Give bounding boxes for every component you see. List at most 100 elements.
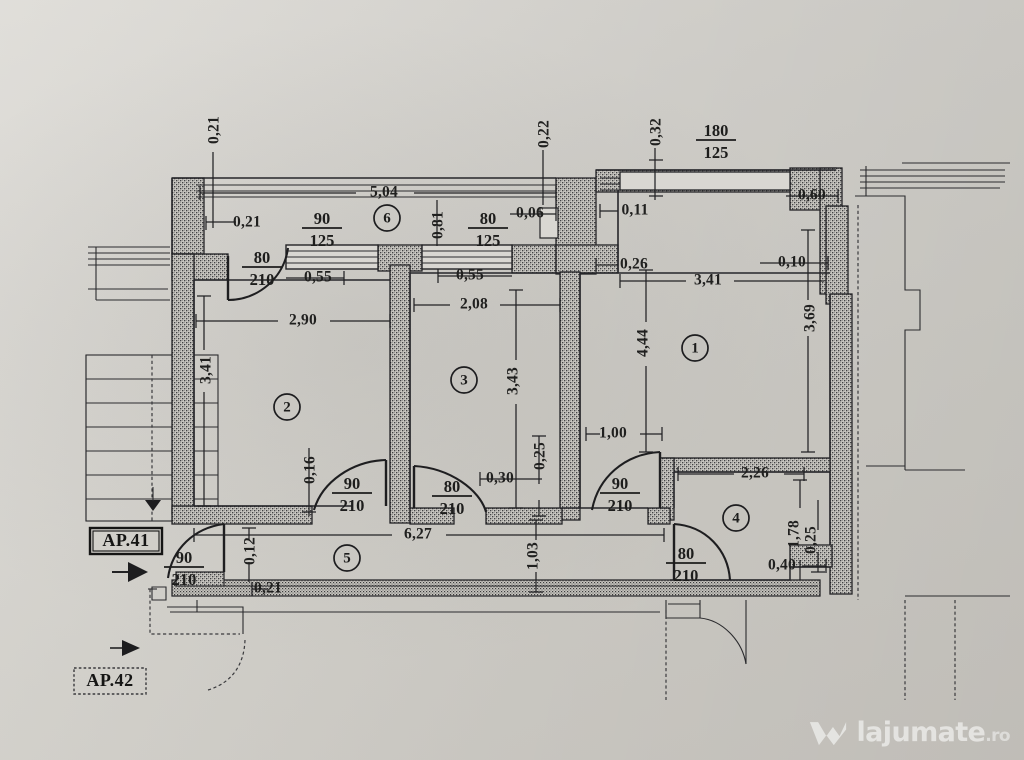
apartment-label-text: AP.42 <box>86 670 133 690</box>
dimension-label: 0,21 <box>233 214 261 231</box>
door-80-210-room3 <box>412 464 488 513</box>
dimension-label: 0,25 <box>532 442 549 470</box>
opening-height: 210 <box>674 566 699 585</box>
apartment-label-box <box>88 526 164 556</box>
opening-width: 90 <box>314 209 331 228</box>
opening-width: 90 <box>612 474 629 493</box>
dimension-label: 3,41 <box>198 356 215 384</box>
dimension-label: 0,81 <box>430 211 447 239</box>
room-number-badges: 1 2 3 4 5 6 <box>273 204 750 572</box>
room-number: 4 <box>732 510 740 526</box>
window-180-125 <box>619 171 791 191</box>
opening-height: 125 <box>476 231 501 250</box>
dimension-label: 3,69 <box>802 304 819 332</box>
room-badge-4: 4 <box>722 504 750 532</box>
dimension-label: 0,12 <box>242 537 259 565</box>
opening-width: 90 <box>176 548 193 567</box>
dimension-label: 0,32 <box>648 118 665 146</box>
room-badge-circle <box>333 544 361 572</box>
opening-width: 80 <box>444 477 461 496</box>
dimension-label: 2,26 <box>741 465 769 482</box>
dimension-label: 3,41 <box>694 272 722 289</box>
room-badge-circle <box>722 504 750 532</box>
dimension-label: 0,55 <box>304 269 332 286</box>
door-80-210-top-left <box>226 247 290 302</box>
door-90-210-room1 <box>590 450 662 511</box>
staircase <box>85 354 219 522</box>
apartment-label-ap42: AP.42 <box>73 667 147 695</box>
room-number: 5 <box>343 550 351 566</box>
dimension-label: 1,00 <box>599 425 627 442</box>
dimension-label: 0,60 <box>798 187 826 204</box>
opening-height: 210 <box>608 496 633 515</box>
room-badge-6: 6 <box>373 204 401 232</box>
watermark: lajumate.ro <box>808 716 1011 748</box>
watermark-tld: .ro <box>985 725 1010 746</box>
opening-width: 90 <box>344 474 361 493</box>
room-badge-3: 3 <box>450 366 478 394</box>
opening-height: 210 <box>340 496 365 515</box>
dimension-label: 1,03 <box>525 542 542 570</box>
dimension-label: 0,22 <box>536 120 553 148</box>
room-number: 6 <box>383 210 391 226</box>
dimension-label: 0,10 <box>778 254 806 271</box>
opening-width: 80 <box>480 209 497 228</box>
dimension-label: 0,26 <box>620 256 648 273</box>
room-badge-5: 5 <box>333 544 361 572</box>
dimension-label: 0,40 <box>768 557 796 574</box>
room-number: 3 <box>460 372 468 388</box>
room-badge-circle <box>373 204 401 232</box>
dimension-label: 0,21 <box>206 116 223 144</box>
dimension-label: 2,08 <box>460 296 488 313</box>
dimension-label: 0,25 <box>803 526 820 554</box>
room-badge-circle <box>681 334 709 362</box>
dimension-label: 2,90 <box>289 312 317 329</box>
watermark-text: lajumate.ro <box>856 716 1011 748</box>
apartment-label-box <box>73 667 147 695</box>
door-90-210-entry <box>166 522 226 579</box>
room-number: 2 <box>283 399 291 415</box>
dimension-label: 5,04 <box>370 184 398 201</box>
dimension-label: 3,43 <box>505 367 522 395</box>
opening-width: 80 <box>254 248 271 267</box>
entry-arrow-ap41 <box>112 562 148 582</box>
apartment-label-inner <box>92 530 160 552</box>
room-badge-1: 1 <box>681 334 709 362</box>
room-badge-circle <box>273 393 301 421</box>
entry-arrows <box>110 562 148 656</box>
door-80-210-room4 <box>672 522 732 581</box>
opening-height: 210 <box>250 270 275 289</box>
dimension-label: 6,27 <box>404 526 432 543</box>
apartment-label-ap41: AP.41 <box>88 526 164 556</box>
dimension-lines <box>193 148 839 596</box>
dimension-label: 0,11 <box>621 202 648 219</box>
opening-006 <box>539 207 559 239</box>
room-number: 1 <box>691 340 699 356</box>
wall-outlines <box>171 169 836 597</box>
room-badge-circle <box>450 366 478 394</box>
dimension-label: 0,21 <box>254 580 282 597</box>
double-chevron-logo <box>809 722 846 746</box>
opening-height: 210 <box>440 499 465 518</box>
dimension-label: 4,44 <box>635 329 652 357</box>
opening-height: 210 <box>172 570 197 589</box>
entry-arrow-ap42 <box>110 640 140 656</box>
opening-width: 180 <box>704 121 729 140</box>
opening-height: 125 <box>704 143 729 162</box>
door-swings <box>166 247 732 581</box>
dimension-label: 1,78 <box>786 520 803 548</box>
window-80-125 <box>421 244 513 270</box>
watermark-brand: lajumate <box>856 716 986 748</box>
